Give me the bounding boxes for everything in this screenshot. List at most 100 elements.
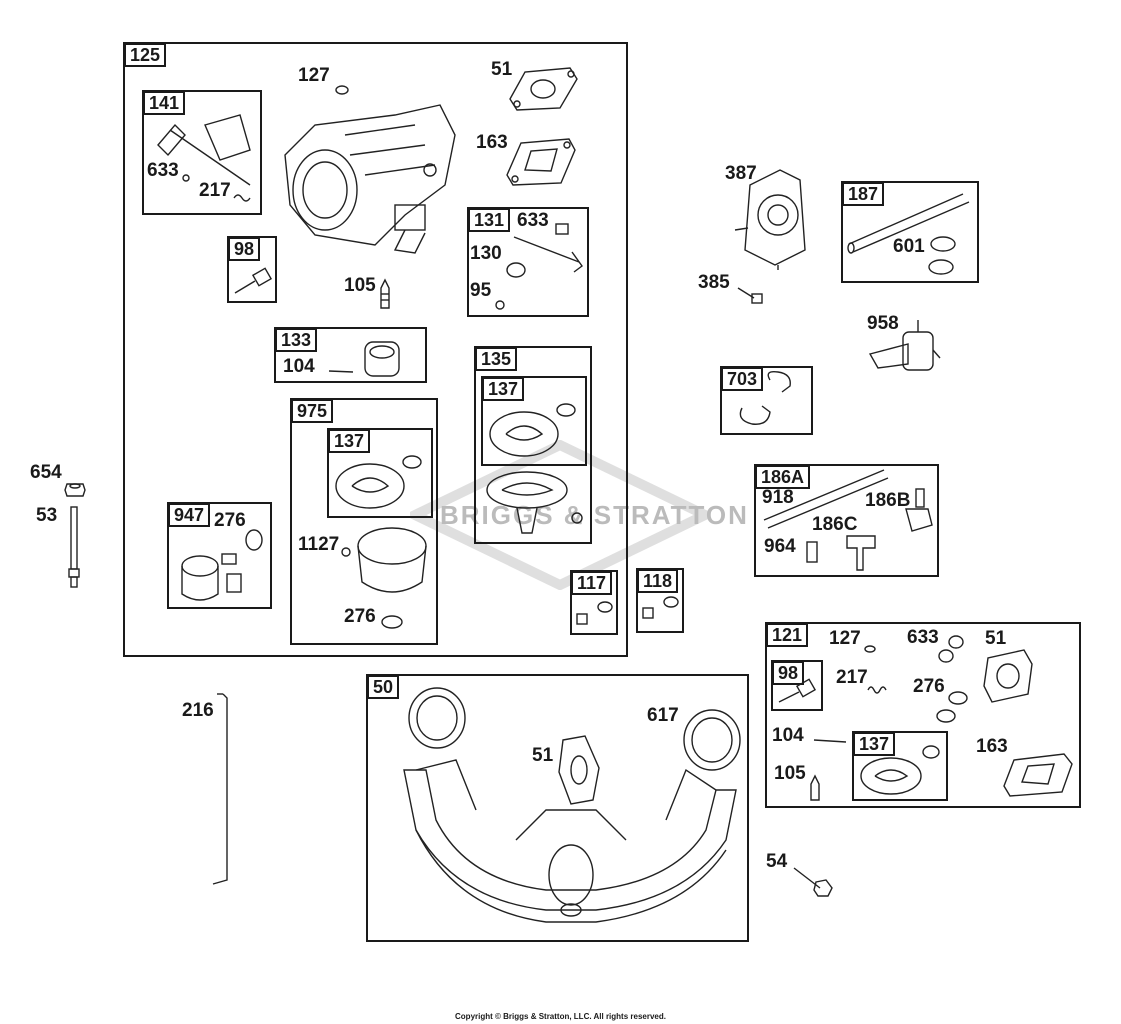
jet-117-art [576, 601, 613, 625]
group-975-137-tag: 137 [328, 429, 371, 453]
clips-703-art [739, 370, 791, 425]
group-975-137: 137 [327, 428, 433, 518]
gasket-121-137-art [860, 745, 940, 795]
group-947: 947 [167, 502, 272, 609]
group-135-137: 137 [481, 376, 587, 466]
group-947-tag: 947 [168, 503, 211, 527]
jet-121-105-art [810, 774, 820, 801]
gasket-617-art [683, 709, 741, 771]
jet-118-art [642, 596, 679, 619]
group-141: 141 [142, 90, 262, 215]
gasket-121-51-art [983, 649, 1033, 703]
label-121-163: 163 [976, 736, 1008, 757]
group-125: 125 [123, 42, 628, 657]
group-131: 131 [467, 207, 589, 317]
label-186c: 186C [812, 514, 858, 535]
screw-385-art [737, 287, 763, 304]
label-216: 216 [182, 700, 214, 721]
gasket-50-left-art [408, 687, 466, 749]
label-50-51: 51 [532, 745, 554, 766]
group-121-98: 98 [771, 660, 823, 711]
label-958: 958 [867, 313, 899, 334]
label-633b: 633 [517, 210, 549, 231]
clamps-601-art [928, 236, 956, 275]
group-135-137-tag: 137 [482, 377, 525, 401]
choke-shaft-art [157, 114, 251, 202]
hose-187-art [847, 193, 970, 254]
watermark-logo [410, 440, 710, 590]
washer-276b-art [381, 615, 403, 629]
group-135-tag: 135 [475, 347, 518, 371]
group-125-tag: 125 [124, 43, 167, 67]
group-117-tag: 117 [571, 571, 613, 595]
label-186b: 186B [865, 490, 911, 511]
screw-121-98-art [778, 678, 817, 703]
bowl-plate-135-art [486, 471, 583, 534]
group-703: 703 [720, 366, 813, 435]
label-964: 964 [764, 536, 796, 557]
label-104: 104 [283, 356, 315, 377]
label-130: 130 [470, 243, 502, 264]
label-121-217: 217 [836, 667, 868, 688]
group-121-tag: 121 [766, 623, 809, 647]
solenoid-947-art [181, 529, 263, 601]
label-918: 918 [762, 487, 794, 508]
gasket-975-art [335, 455, 422, 509]
label-51: 51 [491, 59, 513, 80]
label-53: 53 [36, 505, 58, 526]
manifold-50-art [403, 759, 737, 923]
group-121-98-tag: 98 [772, 661, 805, 685]
spring-121-217-art [867, 686, 887, 694]
label-633: 633 [147, 160, 179, 181]
group-118-tag: 118 [637, 569, 679, 593]
bushings-121-633-art [938, 635, 964, 663]
label-385: 385 [698, 272, 730, 293]
group-121-137-tag: 137 [853, 732, 896, 756]
label-121-104: 104 [772, 725, 804, 746]
pin-121-104-art [813, 739, 847, 743]
label-387: 387 [725, 163, 757, 184]
fitting-186b-art [905, 488, 933, 532]
gasket-135-art [489, 403, 576, 457]
label-121-276: 276 [913, 676, 945, 697]
gasket-121-163-art [1003, 753, 1073, 797]
gasket-50-51-art [558, 735, 600, 805]
group-186a: 186A [754, 464, 939, 577]
group-131-tag: 131 [468, 208, 511, 232]
label-601: 601 [893, 236, 925, 257]
group-98: 98 [227, 236, 277, 303]
group-187-tag: 187 [842, 182, 885, 206]
group-98-tag: 98 [228, 237, 261, 261]
nut-654-art [64, 483, 86, 497]
group-117: 117 [570, 570, 618, 635]
group-50-tag: 50 [367, 675, 400, 699]
label-1127: 1127 [298, 534, 340, 555]
plug-127-art [335, 85, 349, 95]
float-133-art [328, 341, 400, 377]
stud-53-art [68, 506, 80, 588]
label-276: 276 [214, 510, 246, 531]
label-276b: 276 [344, 606, 376, 627]
group-703-tag: 703 [721, 367, 764, 391]
label-54: 54 [766, 851, 788, 872]
group-141-tag: 141 [143, 91, 186, 115]
link-216-art [212, 693, 228, 885]
group-975-tag: 975 [291, 399, 334, 423]
jet-105-art [380, 278, 390, 309]
group-118: 118 [636, 568, 684, 633]
fuel-valve-958-art [868, 320, 941, 371]
gasket-51-art [509, 67, 578, 111]
group-187: 187 [841, 181, 979, 283]
screw-98-art [234, 267, 273, 294]
group-135: 135 [474, 346, 592, 544]
bowl-975-art [341, 527, 427, 593]
fittings-964-186c-art [806, 535, 876, 571]
group-133-tag: 133 [275, 328, 318, 352]
group-121: 121 [765, 622, 1081, 808]
plug-121-127-art [864, 645, 876, 653]
bolt-54-art [793, 867, 833, 897]
label-163: 163 [476, 132, 508, 153]
label-127: 127 [298, 65, 330, 86]
label-217: 217 [199, 180, 231, 201]
label-95: 95 [470, 280, 492, 301]
